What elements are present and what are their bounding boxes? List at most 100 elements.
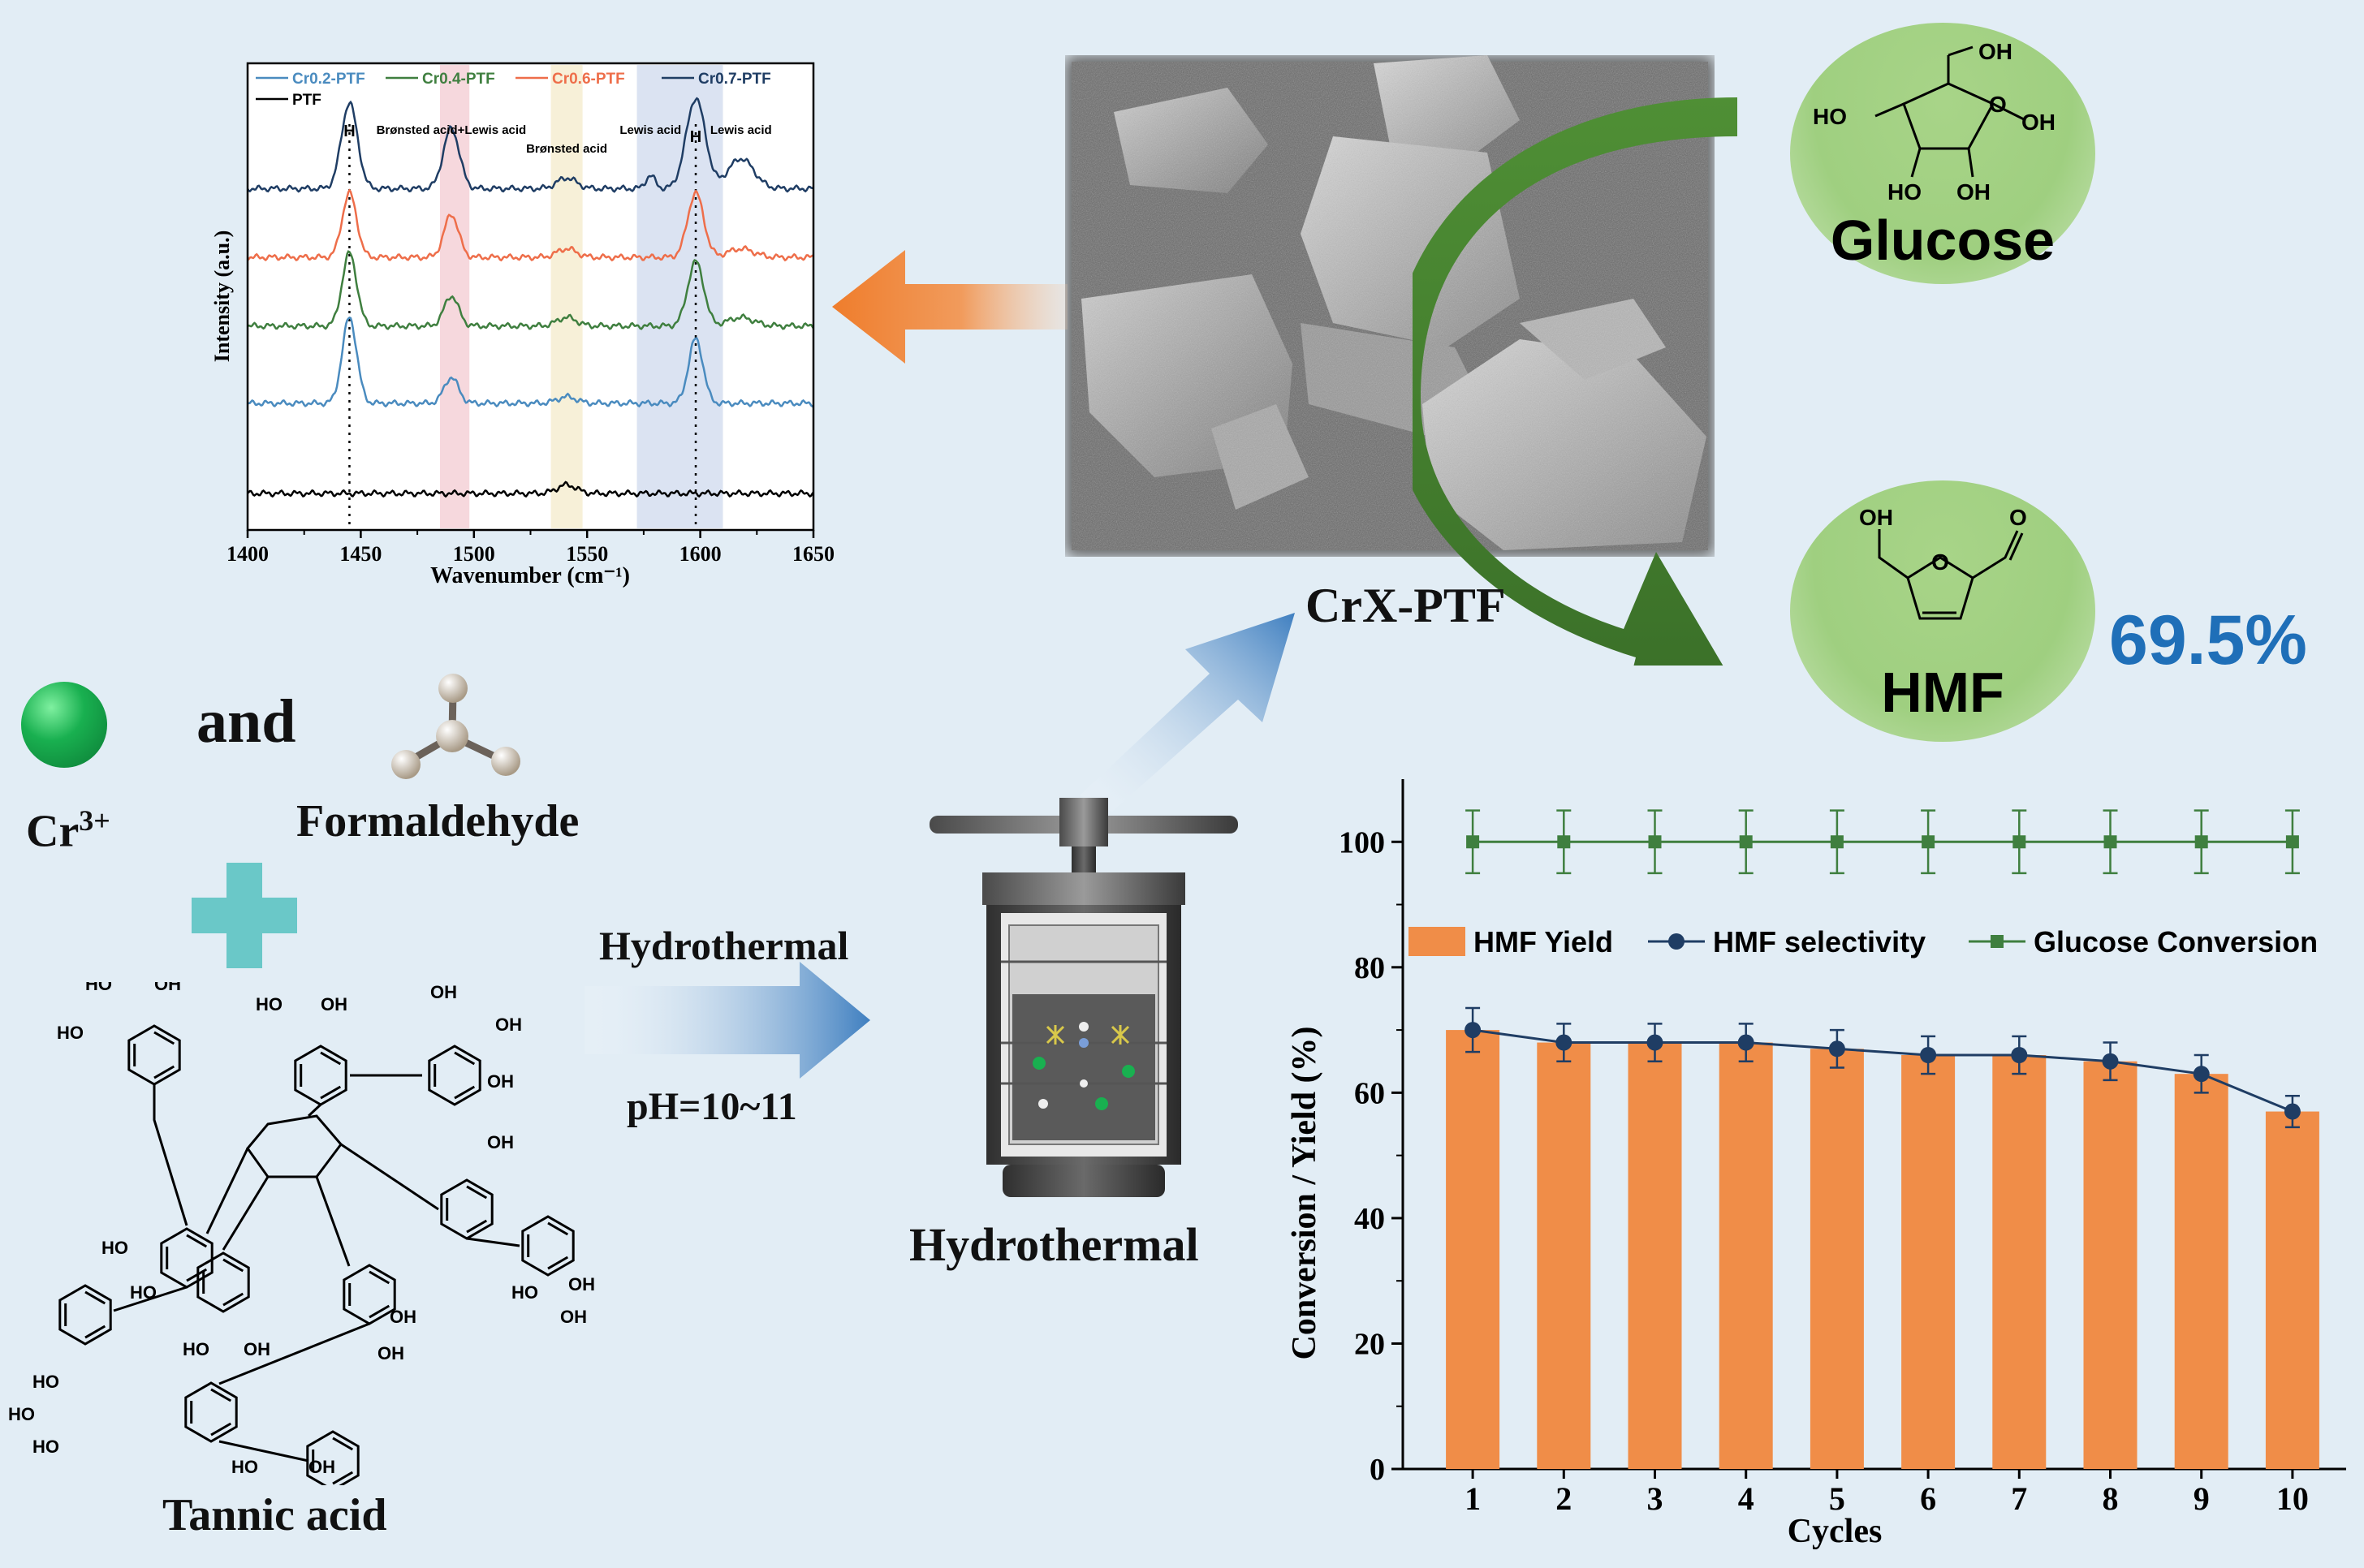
tannic-group-12: HO	[511, 1282, 538, 1303]
tannic-group-13: OH	[560, 1307, 587, 1327]
cycle-y-axis-label: Conversion / Yield (%)	[1286, 1026, 1323, 1359]
plus-icon	[192, 863, 297, 968]
ir-xtick-1650: 1650	[792, 542, 835, 566]
ir-series-Cr0.2-PTF	[247, 316, 814, 408]
cycle-ytick-100: 100	[1339, 825, 1385, 859]
legend-glucose-conversion: Glucose Conversion	[2034, 925, 2318, 958]
cycle-xtick-4: 4	[1738, 1480, 1754, 1517]
hmf-yield-bar-5	[1810, 1049, 1864, 1469]
cycle-xtick-7: 7	[2011, 1480, 2027, 1517]
ir-xtick-1400: 1400	[226, 542, 269, 566]
tannic-acid-label: Tannic acid	[162, 1490, 387, 1540]
tannic-group-1: OH	[154, 982, 181, 994]
selectivity-point-4	[1737, 1034, 1754, 1051]
cycle-ytick-20: 20	[1354, 1327, 1385, 1361]
hmf-structure: O OH O HMF	[1859, 505, 2027, 724]
hydrothermal-reactor-icon	[930, 798, 1238, 1197]
ir-annotation-1: Brønsted acid+Lewis acid	[377, 123, 527, 137]
glucose-oh-left: HO	[1813, 104, 1847, 129]
cycle-xtick-1: 1	[1465, 1480, 1481, 1517]
hmf-yield-bar-3	[1628, 1042, 1682, 1469]
tannic-group-14: HO	[32, 1372, 59, 1392]
ir-x-axis-label: Wavenumber (cm⁻¹)	[430, 563, 630, 588]
conversion-point-10	[2285, 835, 2299, 849]
tannic-group-6: OH	[495, 1014, 522, 1035]
hmf-aldehyde-o: O	[2009, 505, 2027, 530]
ir-annotation-0: H	[343, 123, 355, 140]
tannic-group-2: HO	[57, 1023, 84, 1043]
ir-legend-PTF: PTF	[292, 92, 321, 109]
ir-series-Cr0.6-PTF	[247, 188, 814, 262]
ir-annotation-4: H	[690, 128, 701, 146]
hmf-yield-bar-9	[2174, 1074, 2228, 1469]
conversion-point-6	[1922, 835, 1935, 849]
legend-hmf-selectivity: HMF selectivity	[1713, 925, 1926, 958]
cr-ion-ball	[21, 682, 107, 768]
tannic-group-21: HO	[231, 1457, 258, 1477]
conversion-point-5	[1830, 835, 1844, 849]
glucose-oh-top: OH	[1978, 39, 2012, 64]
cycle-xtick-3: 3	[1647, 1480, 1663, 1517]
cycle-xtick-10: 10	[2276, 1480, 2309, 1517]
blue-arrow-hydrothermal	[585, 962, 870, 1079]
hmf-oh: OH	[1859, 505, 1893, 530]
selectivity-point-7	[2011, 1047, 2028, 1063]
cycle-xtick-8: 8	[2103, 1480, 2119, 1517]
formaldehyde-molecule-icon	[391, 674, 520, 779]
hmf-ring-o: O	[1931, 549, 1949, 575]
ph-label: pH=10~11	[627, 1085, 797, 1128]
crx-ptf-label: CrX-PTF	[1305, 579, 1506, 632]
tannic-group-4: OH	[321, 994, 347, 1014]
orange-arrow	[832, 250, 1068, 364]
ir-legend-Cr0.6-PTF: Cr0.6-PTF	[552, 71, 625, 88]
tannic-group-10: HO	[130, 1282, 157, 1303]
tannic-group-11: OH	[568, 1274, 595, 1294]
cycle-ytick-40: 40	[1354, 1202, 1385, 1236]
tannic-group-5: OH	[430, 982, 457, 1002]
ir-y-axis-label: Intensity (a.u.)	[210, 230, 234, 363]
tannic-group-8: OH	[487, 1132, 514, 1152]
selectivity-point-5	[1828, 1040, 1845, 1058]
tannic-group-9: HO	[101, 1238, 128, 1258]
hmf-yield-bar-8	[2083, 1061, 2138, 1469]
hmf-yield-bar-7	[1992, 1055, 2047, 1469]
glucose-label: Glucose	[1831, 209, 2055, 272]
cr-charge: 3+	[79, 804, 110, 837]
cycle-ytick-0: 0	[1370, 1453, 1385, 1487]
cycle-xtick-2: 2	[1555, 1480, 1572, 1517]
ir-series-Cr0.4-PTF	[247, 250, 815, 331]
ir-xtick-1550: 1550	[566, 542, 608, 566]
reactor-label: Hydrothermal	[909, 1218, 1199, 1271]
cr-ion-label: Cr3+	[26, 803, 110, 858]
cycle-xtick-5: 5	[1829, 1480, 1845, 1517]
cr-label-text: Cr	[26, 806, 80, 857]
glucose-structure: O OH HO OH HO OH Glucose	[1813, 39, 2056, 272]
ir-xtick-1450: 1450	[339, 542, 382, 566]
tannic-group-3: HO	[256, 994, 283, 1014]
glucose-ring-o: O	[1989, 92, 2007, 117]
blue-arrow-to-product	[1080, 613, 1295, 812]
conversion-point-3	[1648, 835, 1662, 849]
hmf-circle	[1790, 480, 2095, 742]
ir-annotation-2: Brønsted acid	[526, 142, 607, 156]
hmf-yield-bar-6	[1901, 1055, 1956, 1469]
selectivity-point-6	[1920, 1047, 1937, 1063]
formaldehyde-label: Formaldehyde	[296, 796, 580, 846]
hmf-yield-bar-10	[2265, 1111, 2319, 1469]
selectivity-point-10	[2284, 1103, 2301, 1120]
tannic-group-20: OH	[377, 1343, 404, 1363]
ir-band-2	[636, 65, 723, 528]
tannic-group-16: HO	[32, 1437, 59, 1457]
selectivity-point-9	[2193, 1066, 2210, 1083]
tannic-group-18: OH	[244, 1339, 270, 1359]
conversion-point-4	[1739, 835, 1753, 849]
tannic-group-15: HO	[8, 1404, 35, 1424]
tannic-group-0: HO	[85, 982, 112, 994]
legend-hmf-yield: HMF Yield	[1473, 925, 1613, 958]
selectivity-point-2	[1555, 1034, 1572, 1051]
glucose-oh-bottom-left: HO	[1887, 179, 1922, 205]
ir-legend-Cr0.2-PTF: Cr0.2-PTF	[292, 71, 365, 88]
ir-xtick-1500: 1500	[453, 542, 495, 566]
